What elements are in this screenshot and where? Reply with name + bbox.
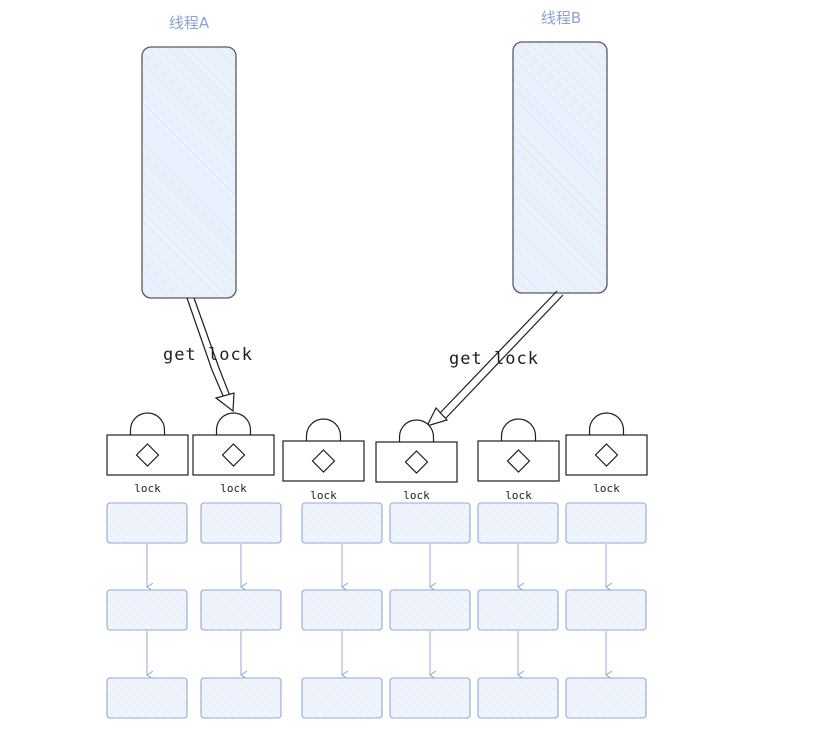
lock-row: lock lock lock lock lock lock <box>106 412 648 502</box>
bucket-node <box>389 502 471 544</box>
bucket-node <box>565 677 647 719</box>
lock-label: lock <box>505 489 532 502</box>
bucket-node <box>106 502 188 544</box>
lock: lock <box>106 412 189 495</box>
lock: lock <box>375 419 458 502</box>
bucket-node <box>477 589 559 631</box>
get-lock-label-b: get lock <box>449 349 539 369</box>
bucket-chain <box>301 502 383 719</box>
arrow-b-shaft-left <box>439 290 558 414</box>
lock-label: lock <box>134 482 161 495</box>
arrow-a-shaft-right-lower <box>218 367 231 397</box>
thread-a-label: 线程A <box>169 14 210 32</box>
arrow-b-shaft-right <box>445 294 564 419</box>
thread-a: 线程A <box>141 14 237 299</box>
lock-keyhole <box>135 443 160 467</box>
get-lock-arrow-a <box>186 297 235 413</box>
bucket-chain <box>106 502 188 719</box>
get-lock-label-a: get lock <box>163 345 253 365</box>
thread-b-label: 线程B <box>541 9 581 27</box>
lock-keyhole <box>221 443 246 467</box>
thread-a-box <box>141 46 237 299</box>
bucket-chain <box>389 502 471 719</box>
bucket-node <box>477 677 559 719</box>
bucket-node <box>301 677 383 719</box>
bucket-chain <box>565 502 647 719</box>
lock-keyhole <box>404 450 429 474</box>
bucket-chain <box>477 502 559 719</box>
lock-keyhole <box>594 443 619 467</box>
lock-shackle <box>398 419 435 442</box>
bucket-node <box>200 502 282 544</box>
arrow-a-shaft-left <box>186 297 213 371</box>
bucket-node <box>106 677 188 719</box>
lock: lock <box>477 418 560 502</box>
bucket-node <box>301 502 383 544</box>
lock: lock <box>192 412 275 495</box>
bucket-node <box>389 589 471 631</box>
bucket-node <box>565 502 647 544</box>
lock-label: lock <box>220 482 247 495</box>
lock-keyhole <box>506 449 531 473</box>
arrow-a-head <box>214 392 235 413</box>
arrow-b-head <box>425 406 449 427</box>
lock-shackle <box>215 412 252 435</box>
bucket-node <box>106 589 188 631</box>
bucket-node <box>565 589 647 631</box>
lock-shackle <box>500 418 537 441</box>
lock-label: lock <box>403 489 430 502</box>
lock-shackle <box>129 412 166 435</box>
arrow-a-shaft-left-lower <box>211 369 225 399</box>
bucket-chains <box>106 502 647 719</box>
thread-b-box <box>512 41 608 294</box>
lock-label: lock <box>593 482 620 495</box>
lock-shackle <box>305 418 342 441</box>
bucket-node <box>389 677 471 719</box>
bucket-node <box>301 589 383 631</box>
thread-b: 线程B <box>512 9 608 294</box>
bucket-node <box>477 502 559 544</box>
bucket-chain <box>200 502 282 719</box>
bucket-node <box>200 589 282 631</box>
lock-body <box>477 440 560 482</box>
lock-shackle <box>588 412 625 435</box>
lock: lock <box>282 418 365 502</box>
bucket-node <box>200 677 282 719</box>
lock-keyhole <box>311 449 336 473</box>
get-lock-arrow-b <box>425 290 564 427</box>
lock: lock <box>565 412 648 495</box>
lock-label: lock <box>310 489 337 502</box>
arrow-a-shaft-right <box>193 297 220 369</box>
